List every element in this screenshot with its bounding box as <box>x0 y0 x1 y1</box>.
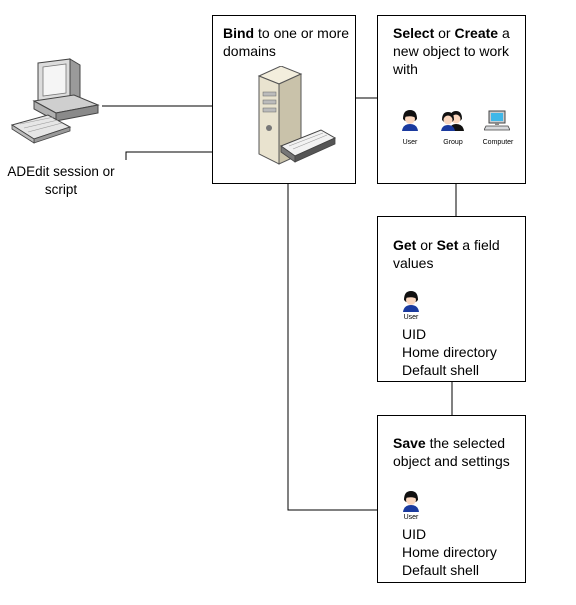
user-icon-label: User <box>403 314 419 321</box>
caption-to-bind-line <box>125 151 212 160</box>
getset-field-shell: Default shell <box>402 362 480 378</box>
save-field-shell: Default shell <box>402 562 480 578</box>
bind-to-save-line <box>287 183 377 511</box>
user-icon <box>401 490 421 512</box>
create-bold: Create <box>454 25 499 41</box>
set-bold: Set <box>436 237 459 253</box>
getset-field-home: Home directory <box>402 344 497 360</box>
getset-text: Get or Set a field values <box>393 236 523 272</box>
get-bold: Get <box>393 237 417 253</box>
getset-mid: or <box>416 237 437 253</box>
user-icon <box>401 290 421 312</box>
select-rest: a new object to work with <box>393 25 510 77</box>
user-icon-label: User <box>402 139 418 146</box>
bind-bold: Bind <box>223 25 255 41</box>
computer-icon <box>484 110 510 138</box>
getset-box: Get or Set a field values User UID Home … <box>377 216 526 382</box>
bind-box: Bind to one or more domains <box>212 15 356 184</box>
server-icon <box>239 66 339 176</box>
computer-icon-label: Computer <box>482 139 514 146</box>
workstation-icon <box>8 57 108 152</box>
bind-rest: to one or more domains <box>223 25 350 59</box>
client-caption: ADEdit session or script <box>7 164 115 197</box>
save-bold: Save <box>393 435 426 451</box>
save-text: Save the selected object and settings <box>393 434 523 470</box>
user-icon <box>400 109 420 139</box>
save-field-home: Home directory <box>402 544 497 560</box>
group-icon-label: Group <box>443 139 463 146</box>
group-icon <box>440 109 466 139</box>
select-bold: Select <box>393 25 435 41</box>
select-box: Select or Create a new object to work wi… <box>377 15 526 184</box>
getset-field-uid: UID <box>402 326 427 342</box>
select-text: Select or Create a new object to work wi… <box>393 24 523 78</box>
select-mid: or <box>434 25 455 41</box>
bind-text: Bind to one or more domains <box>223 24 351 60</box>
user-icon-label: User <box>403 514 419 521</box>
save-rest: the selected object and settings <box>393 435 510 469</box>
save-box: Save the selected object and settings Us… <box>377 415 526 583</box>
getset-rest: a field values <box>393 237 500 271</box>
save-field-uid: UID <box>402 526 427 542</box>
